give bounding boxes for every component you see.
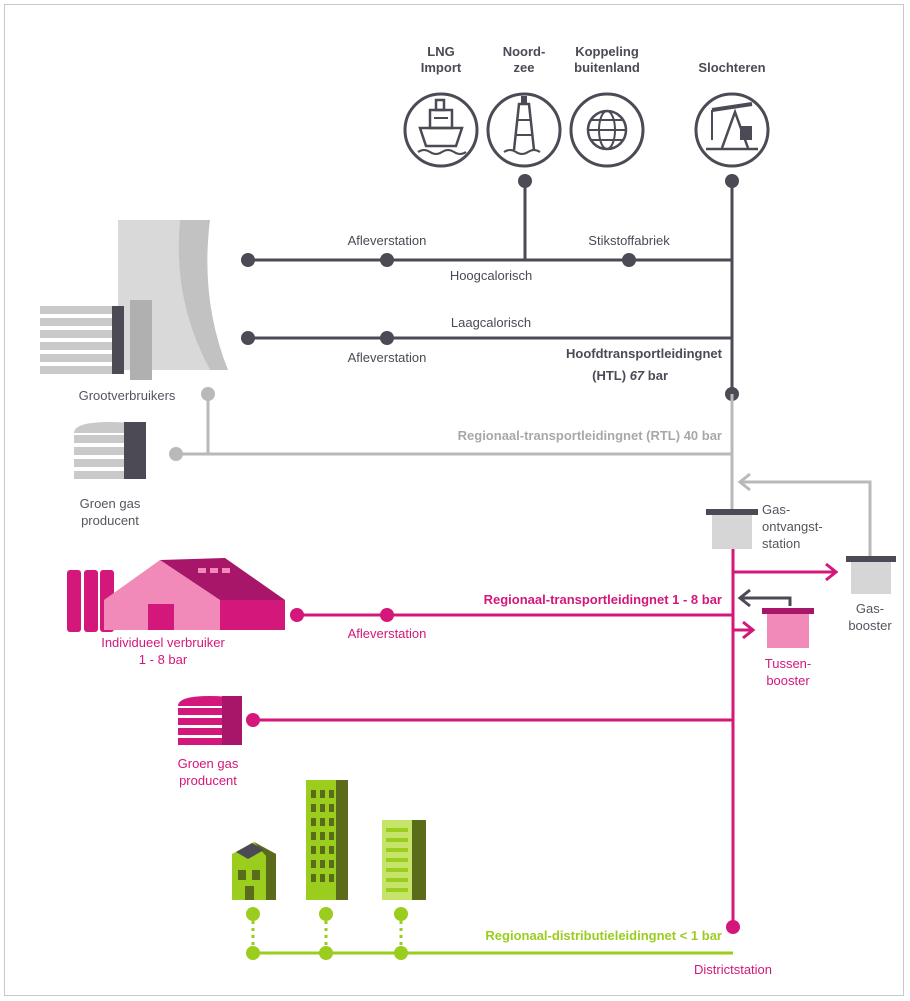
- groen-gas-magenta-label-2: producent: [179, 773, 237, 788]
- gasontvangst-label-2: ontvangst-: [762, 519, 823, 534]
- apartment-building-icon: [382, 820, 426, 900]
- regional-1-8-title: Regionaal-transportleidingnet 1 - 8 bar: [484, 592, 722, 607]
- individueel-label-2: 1 - 8 bar: [139, 652, 188, 667]
- noordzee-label-1: Noord-: [503, 44, 546, 59]
- tussenbooster-icon: [762, 608, 814, 648]
- groen-gas-gray-label-1: Groen gas: [80, 496, 141, 511]
- lng-label-2: Import: [421, 60, 462, 75]
- rtl-network: [176, 394, 872, 556]
- magenta-nodes: [246, 608, 740, 934]
- house-icon: [232, 842, 276, 900]
- pumpjack-icon: [694, 92, 770, 168]
- gasontvangst-label-3: station: [762, 536, 800, 551]
- koppeling-label-1: Koppeling: [575, 44, 639, 59]
- noordzee-label-2: zee: [514, 60, 535, 75]
- htl-nodes: [241, 174, 739, 401]
- htl-network: [248, 181, 734, 395]
- rtl-title: Regionaal-transportleidingnet (RTL) 40 b…: [458, 428, 722, 443]
- magenta-gas-tank-icon: [178, 696, 242, 745]
- power-plant-icon: [40, 220, 228, 380]
- gasbooster-label-2: booster: [848, 618, 892, 633]
- groen-gas-gray-label-2: producent: [81, 513, 139, 528]
- stikstoffabriek-label: Stikstoffabriek: [588, 233, 670, 248]
- htl-title-1: Hoofdtransportleidingnet: [566, 346, 723, 361]
- gasbooster-icon: [846, 556, 896, 594]
- groen-gas-magenta-label-1: Groen gas: [178, 756, 239, 771]
- laagcalorisch-label: Laagcalorisch: [451, 315, 531, 330]
- gray-gas-tank-icon: [74, 422, 146, 479]
- tall-building-icon: [306, 780, 348, 900]
- afleverstation-hc-label: Afleverstation: [348, 233, 427, 248]
- tussenbooster-label-2: booster: [766, 673, 810, 688]
- grootverbruikers-label: Grootverbruikers: [79, 388, 176, 403]
- hoogcalorisch-label: Hoogcalorisch: [450, 268, 532, 283]
- distribution-nodes: [246, 907, 408, 960]
- gasbooster-label-1: Gas-: [856, 601, 884, 616]
- lng-label-1: LNG: [427, 44, 454, 59]
- htl-title-2: (HTL) 67 bar: [592, 368, 668, 383]
- slochteren-label: Slochteren: [698, 60, 765, 75]
- individueel-label-1: Individueel verbruiker: [101, 635, 225, 650]
- distribution-title: Regionaal-distributieleidingnet < 1 bar: [485, 928, 722, 943]
- afleverstation-magenta-label: Afleverstation: [348, 626, 427, 641]
- tussenbooster-label-1: Tussen-: [765, 656, 811, 671]
- tussenbooster-arrow: [737, 588, 792, 608]
- gasontvangststation-icon: [706, 509, 758, 549]
- districtstation-label: Districtstation: [694, 962, 772, 977]
- afleverstation-lc-label: Afleverstation: [348, 350, 427, 365]
- globe-icon: [569, 92, 645, 168]
- gasontvangst-label-1: Gas-: [762, 502, 790, 517]
- diagram-frame: [4, 4, 904, 996]
- magenta-network: [253, 549, 839, 927]
- koppeling-label-2: buitenland: [574, 60, 640, 75]
- noordzee-platform-icon: [486, 92, 562, 168]
- lng-import-icon: [403, 92, 479, 168]
- rtl-nodes: [169, 387, 215, 461]
- industrial-building-icon: [67, 558, 285, 632]
